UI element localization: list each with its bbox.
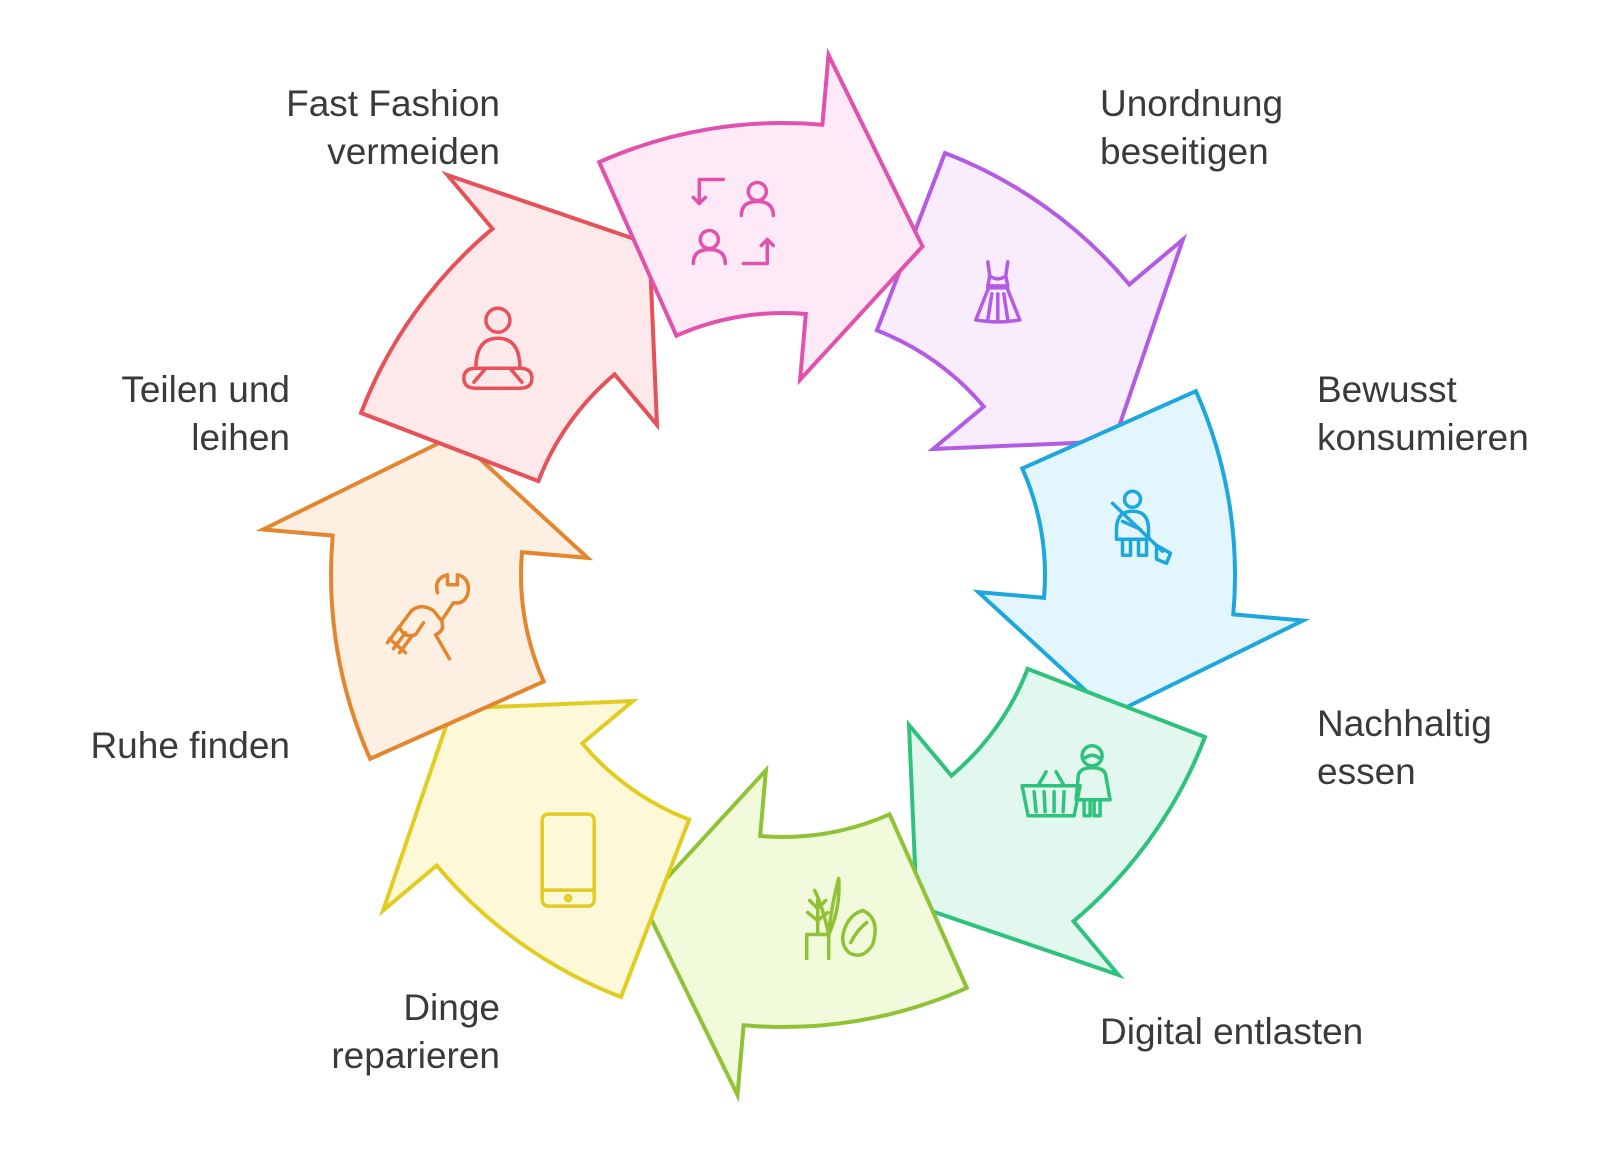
- cycle-arrow-unordnung: [972, 388, 1311, 717]
- step-label-digital: Digital entlasten: [1100, 1011, 1364, 1052]
- step-label-ruhe: Ruhe finden: [90, 725, 290, 766]
- meditation-icon: [462, 306, 534, 390]
- wrench-hand-icon: [385, 572, 471, 661]
- cycle-arrow-dinge: [255, 433, 594, 762]
- dress-icon: [974, 260, 1022, 324]
- cleaning-person-icon: [1110, 489, 1173, 566]
- cycle-arrow-digital: [378, 698, 692, 1000]
- cycle-arrow-teilen: [596, 47, 925, 386]
- cycle-arrow-bewusst: [906, 666, 1208, 980]
- cycle-arrow-fast-fashion: [874, 150, 1188, 452]
- cycle-arrow-nachhaltig: [641, 764, 970, 1103]
- shopper-basket-icon: [1020, 744, 1112, 818]
- plants-icon: [804, 876, 877, 961]
- smartphone-icon: [540, 812, 596, 908]
- share-people-icon: [691, 177, 776, 266]
